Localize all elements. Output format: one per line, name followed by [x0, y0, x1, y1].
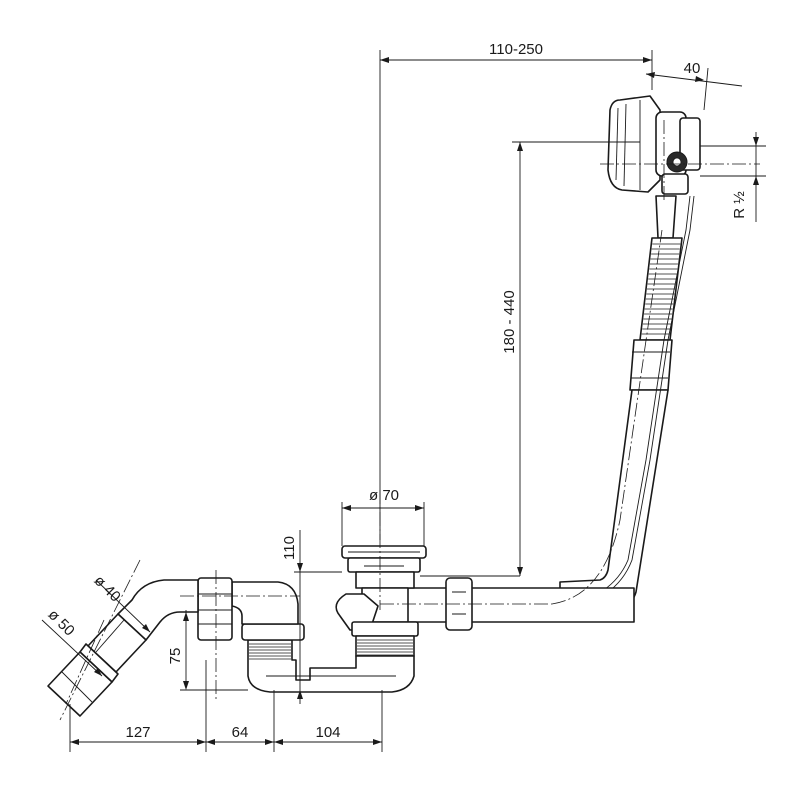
dim-label-waste-diameter: ø 70 [369, 487, 399, 504]
dimension-arrows [70, 57, 759, 745]
dim-label-outlet-50: ø 50 [45, 606, 78, 639]
dimension-lines [41, 50, 766, 752]
dim-label-thread: R ½ [731, 191, 748, 219]
outlet-elbow [47, 579, 199, 717]
waste-plug [335, 545, 427, 657]
dim-label-overflow-reach: 110-250 [489, 41, 543, 58]
dim-label-127: 127 [125, 724, 150, 741]
dim-label-overflow-depth: 40 [684, 60, 701, 77]
dim-label-overflow-height: 180 - 440 [501, 290, 518, 353]
overflow-pipe [470, 195, 695, 619]
dim-label-outlet-40: ø 40 [91, 572, 124, 605]
dim-label-104: 104 [315, 724, 340, 741]
dim-label-trap-height: 75 [167, 648, 184, 665]
center-lines [59, 120, 760, 721]
trap [197, 577, 415, 693]
overflow-head [607, 95, 701, 195]
dim-label-64: 64 [232, 724, 249, 741]
dim-label-waste-height: 110 [281, 536, 298, 560]
